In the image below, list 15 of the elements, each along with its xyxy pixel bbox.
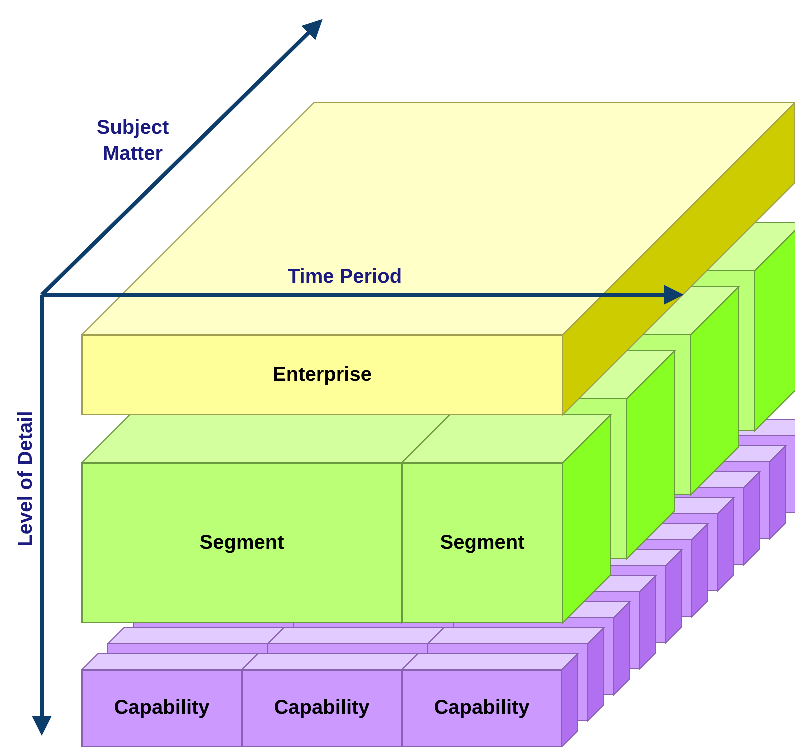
block-label: Capability — [434, 697, 530, 720]
block-label: Capability — [114, 697, 210, 720]
layer-block — [242, 670, 402, 747]
layer-block — [402, 670, 562, 747]
block-label: Capability — [274, 697, 370, 720]
block-label: Enterprise — [273, 364, 372, 386]
layer-block — [82, 670, 242, 747]
axis-label: Level of Detail — [14, 410, 38, 549]
layer-block — [82, 463, 402, 623]
axis-label: Time Period — [286, 265, 404, 290]
block-label: Segment — [440, 532, 525, 554]
layer-block — [402, 463, 563, 623]
block-label: Segment — [200, 532, 284, 554]
axis-label: Subject Matter — [96, 116, 170, 167]
layer-block — [82, 335, 563, 415]
